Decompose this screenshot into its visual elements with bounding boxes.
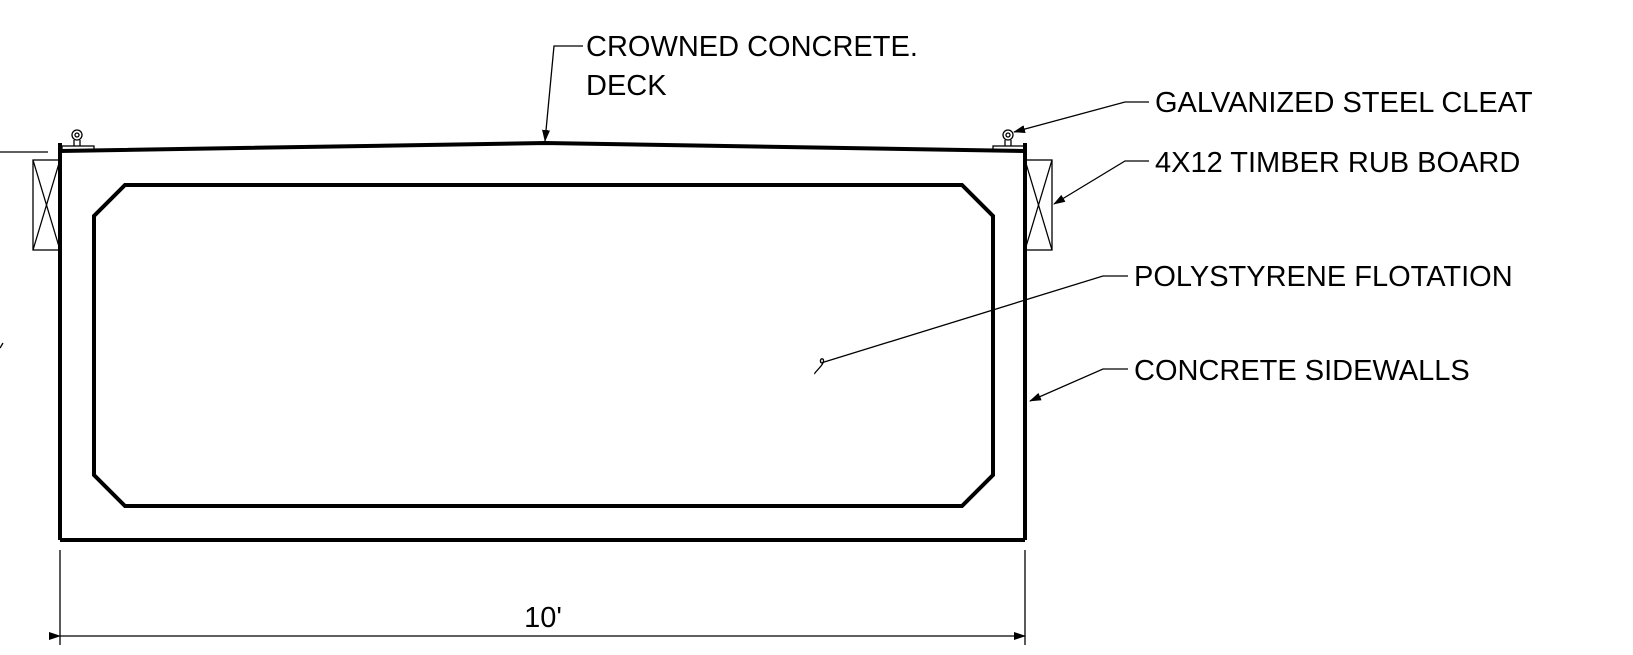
leader-flotation (814, 275, 1128, 375)
callout-deck-line1: CROWNED CONCRETE. (586, 31, 918, 63)
edge-fragment-tick (0, 342, 4, 349)
callout-cleat: GALVANIZED STEEL CLEAT (1155, 87, 1533, 119)
callout-sidewalls: CONCRETE SIDEWALLS (1134, 355, 1470, 387)
width-dimension-label: 10' (524, 602, 562, 634)
concrete-float-body (58, 140, 1027, 542)
steel-cleat-left (61, 129, 95, 151)
leader-rub-board (1053, 160, 1149, 205)
timber-rub-board-right (1024, 159, 1053, 251)
steel-cleat-right (992, 129, 1026, 151)
callout-rub-board: 4X12 TIMBER RUB BOARD (1155, 147, 1520, 179)
leader-sidewalls (1029, 368, 1128, 402)
timber-rub-board-left (32, 159, 61, 251)
width-dimension (49, 550, 1026, 645)
polystyrene-core (92, 183, 995, 508)
leader-deck (542, 45, 583, 142)
leader-cleat (1013, 101, 1149, 133)
callout-flotation: POLYSTYRENE FLOTATION (1134, 261, 1513, 293)
callout-deck-line2: DECK (586, 70, 667, 102)
crowned-deck (59, 140, 1026, 153)
